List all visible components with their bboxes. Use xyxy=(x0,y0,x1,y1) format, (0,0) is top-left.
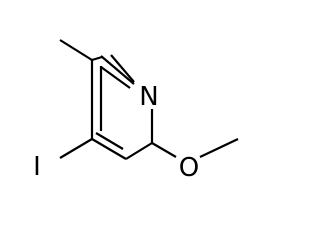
bond-c3-c4-double xyxy=(95,132,124,150)
bond-c3-c4 xyxy=(91,138,127,160)
structure-canvas: N O I xyxy=(33,39,239,183)
oxygen-label: O xyxy=(179,153,199,183)
bond-methyl xyxy=(59,39,93,61)
bond-c2-o xyxy=(151,142,177,158)
molecule-diagram: N O I xyxy=(33,39,239,183)
bond-iodine xyxy=(59,138,93,159)
bond-c5-c6 xyxy=(91,55,103,62)
bond-c6-c5-main xyxy=(100,55,135,85)
nitrogen-label: N xyxy=(139,82,158,112)
bond-o-methyl xyxy=(199,138,239,158)
iodine-label: I xyxy=(33,152,41,182)
bond-c6-n xyxy=(110,54,135,83)
bond-c6-n-double xyxy=(100,66,131,89)
bond-c2-c3 xyxy=(125,142,153,160)
